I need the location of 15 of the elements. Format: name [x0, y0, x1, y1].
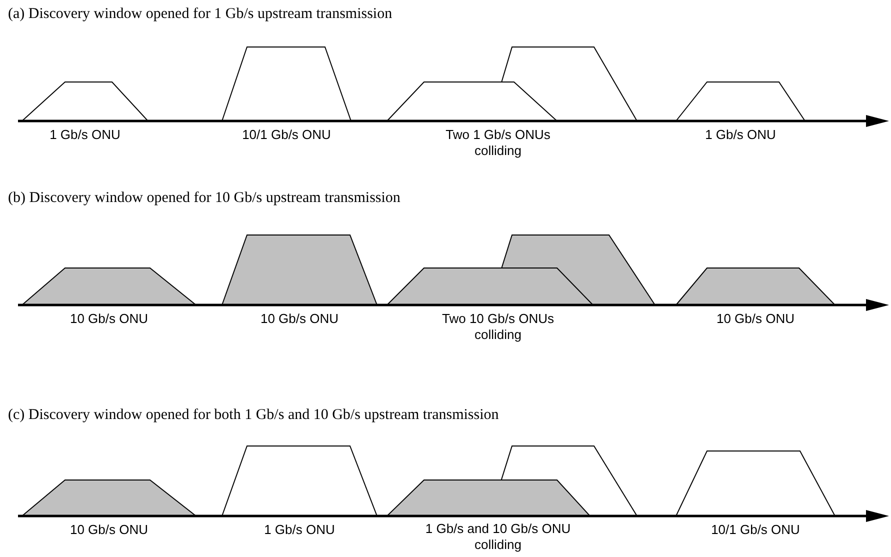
- burst-label: 10 Gb/s ONU: [715, 311, 796, 326]
- burst-label: 1 Gb/s ONU: [263, 522, 336, 537]
- panel-heading: (b) Discovery window opened for 10 Gb/s upstream transmission: [8, 190, 400, 207]
- burst-label: 1 Gb/s ONU: [48, 127, 122, 142]
- collision-caption: Two 10 Gb/s ONUs colliding: [441, 311, 555, 343]
- collision-caption: Two 1 Gb/s ONUs colliding: [444, 127, 552, 159]
- burst-label: 10 Gb/s ONU: [259, 311, 340, 326]
- panel-heading: (a) Discovery window opened for 1 Gb/s upstream transmission: [8, 6, 392, 23]
- panel-heading: (c) Discovery window opened for both 1 Gb/s and 10 Gb/s upstream transmission: [8, 407, 499, 424]
- burst-label: 10/1 Gb/s ONU: [241, 127, 332, 142]
- burst-label: 1 Gb/s ONU: [704, 127, 777, 142]
- collision-caption: 1 Gb/s and 10 Gb/s ONU colliding: [424, 521, 572, 553]
- burst-label: 10 Gb/s ONU: [68, 311, 150, 326]
- burst-label: 10 Gb/s ONU: [68, 522, 150, 537]
- burst-label: 10/1 Gb/s ONU: [710, 522, 801, 537]
